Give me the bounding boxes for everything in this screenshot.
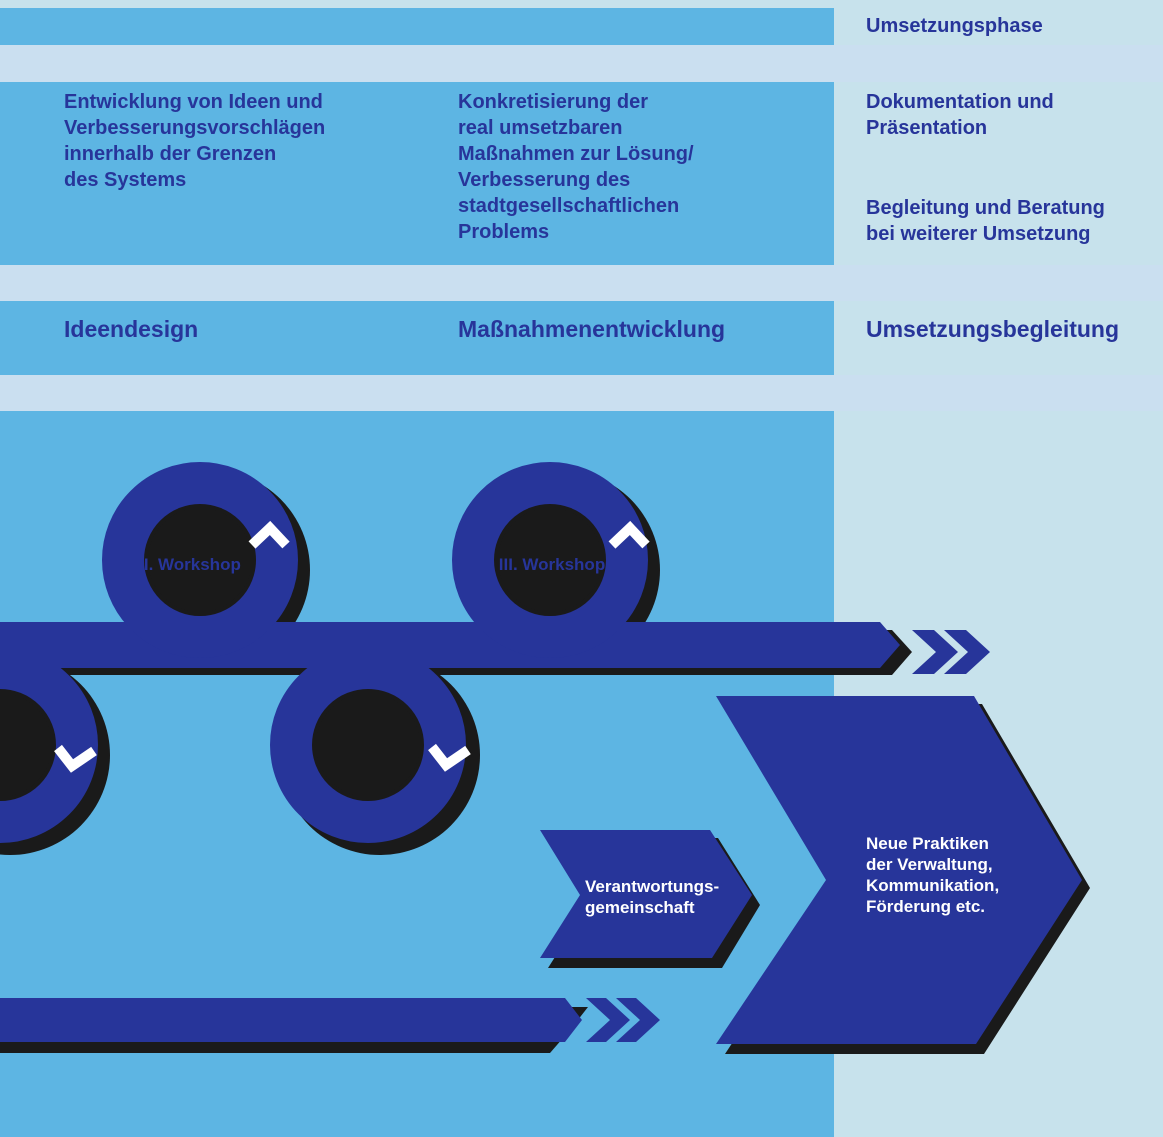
community-arrow xyxy=(540,830,752,958)
phase-title-umsetzung: Umsetzungsbegleitung xyxy=(866,316,1120,342)
chevron-icon xyxy=(586,998,630,1042)
phase-title-massnahmen: Maßnahmenentwicklung xyxy=(458,316,726,342)
checkmark-icon xyxy=(248,520,290,549)
loop-1-inner-shadow xyxy=(144,504,256,616)
checkmark-icon xyxy=(428,743,471,772)
chevron-icon xyxy=(616,998,660,1042)
workshop-label-2: II. Workshop xyxy=(139,555,241,574)
loop-3 xyxy=(270,647,466,843)
checkmark-icon xyxy=(54,744,97,773)
checkmark-icon xyxy=(608,520,650,549)
loop-4-inner-shadow xyxy=(0,689,56,801)
support-description: Begleitung und Beratung bei weiterer Ums… xyxy=(866,197,1105,245)
documentation-description: Dokumentation und Präsentation xyxy=(866,91,1054,139)
practices-arrow xyxy=(716,696,1082,1044)
community-label: Verantwortungs- gemeinschaft xyxy=(585,877,720,917)
ideas-description: Entwicklung von Ideen und Verbesserungsv… xyxy=(64,91,326,191)
lower-track xyxy=(0,998,582,1042)
loop-2 xyxy=(452,462,648,658)
separator-band-3 xyxy=(0,375,1163,411)
phase-label: Umsetzungsphase xyxy=(866,15,1043,37)
description-band xyxy=(0,82,834,265)
workshop-label-3: III. Workshop xyxy=(499,555,605,574)
loop-1 xyxy=(102,462,298,658)
double-chevron-right-icon xyxy=(586,998,660,1042)
measures-description: Konkretisierung der real umsetzbaren Maß… xyxy=(458,91,694,243)
loop-3-inner-shadow xyxy=(312,689,424,801)
separator-band-2 xyxy=(0,265,1163,301)
top-band xyxy=(0,8,834,45)
chevron-icon xyxy=(944,630,990,674)
lower-loops xyxy=(0,647,471,843)
loop-2-inner-shadow xyxy=(494,504,606,616)
loop-4 xyxy=(0,647,98,843)
phase-band xyxy=(0,301,834,375)
phase-title-ideendesign: Ideendesign xyxy=(64,316,199,342)
separator-band-1 xyxy=(0,45,1163,82)
practices-label: Neue Praktiken der Verwaltung, Kommunika… xyxy=(866,834,1000,916)
upper-loops xyxy=(102,462,650,658)
chevron-icon xyxy=(912,630,958,674)
double-chevron-right-icon xyxy=(912,630,990,674)
